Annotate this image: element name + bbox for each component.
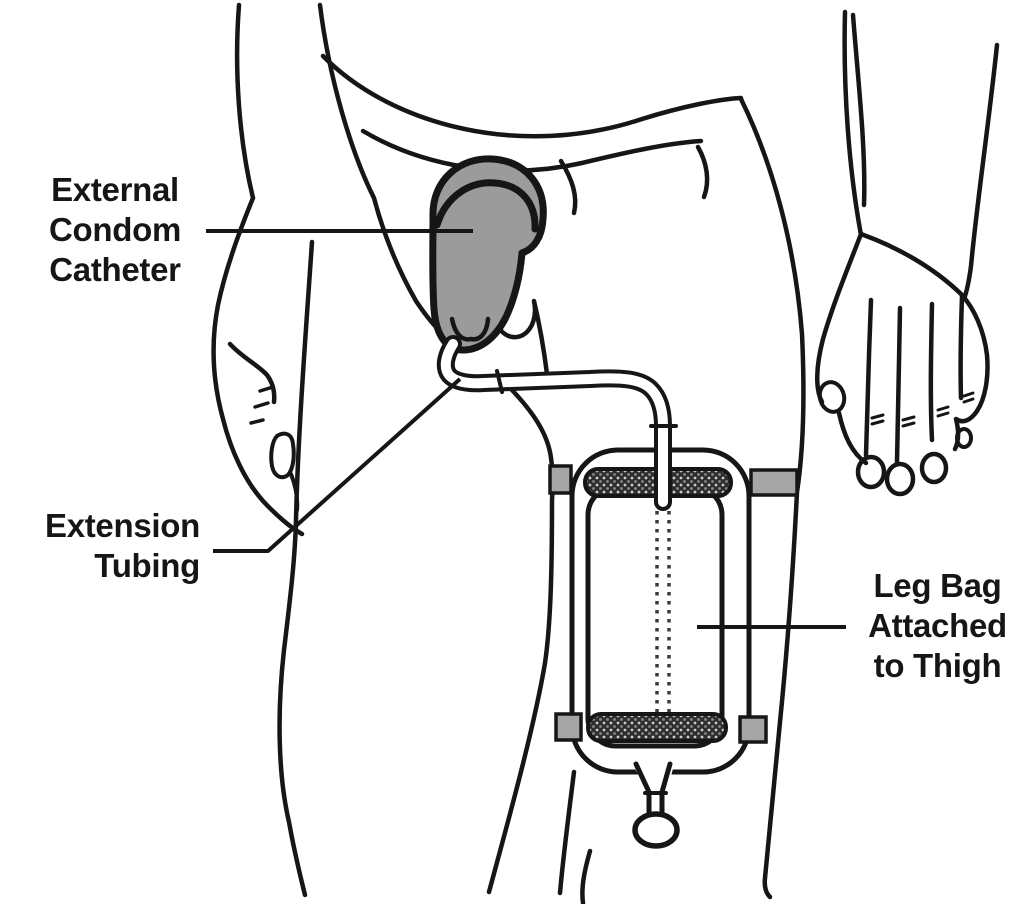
tubing-core — [440, 339, 668, 507]
fingertip-middle — [884, 461, 916, 497]
left-thumb-tip — [269, 431, 296, 480]
extension-tubing-shape — [436, 335, 678, 511]
left-knee-inner-line — [557, 769, 577, 896]
strap-top-left — [548, 464, 573, 495]
left-hand-crease-ticks — [249, 385, 275, 425]
knee-crease — [580, 848, 593, 904]
right-arm-inner-line — [850, 12, 867, 208]
label-line: External — [51, 171, 179, 208]
inner-groin-crease — [558, 158, 578, 216]
strap-bottom-right — [738, 715, 768, 744]
left-hand-fold-line — [227, 341, 277, 405]
pointer-tubing — [213, 377, 462, 553]
label-leg-bag-attached-to-thigh: Leg Bag Attached to Thigh — [845, 566, 1030, 686]
pointer-lines — [206, 229, 846, 629]
drain-valve — [631, 761, 680, 849]
finger-lines — [863, 293, 965, 465]
groin-crease — [360, 128, 704, 173]
drain-cap — [632, 811, 680, 849]
label-line: Condom — [48, 211, 181, 248]
left-arm-outer-line — [234, 2, 256, 201]
label-line: to Thigh — [873, 647, 1002, 684]
drain-funnel-sides — [633, 761, 673, 795]
knuckle-ticks — [870, 391, 975, 428]
label-extension-tubing: Extension Tubing — [5, 506, 200, 586]
fingertip-index — [855, 454, 887, 490]
leg-bag-inner-bag — [585, 484, 725, 749]
left-hand-outline — [211, 195, 305, 537]
body-outline — [211, 2, 1000, 904]
condom-catheter-shape — [429, 155, 547, 354]
left-arm-inner-groin-line — [317, 2, 447, 338]
right-arm-outer-line — [842, 9, 864, 238]
right-hand-thumb-edge — [814, 231, 864, 405]
strap-top-right — [749, 468, 799, 497]
tubing-connector-tick — [495, 369, 504, 394]
label-external-condom-catheter: External Condom Catheter — [25, 170, 205, 290]
right-thigh-medial-line — [486, 386, 555, 895]
drain-neck — [646, 790, 665, 817]
label-line: Leg Bag — [873, 567, 1002, 604]
catheter-body — [429, 155, 547, 354]
left-hip-leg-line — [277, 239, 315, 898]
right-thumbnail — [817, 380, 847, 414]
right-thigh-outer-line — [738, 96, 806, 900]
right-arm-right-edge — [961, 42, 1000, 302]
left-thumb-under-line — [289, 472, 300, 512]
catheter-rim-roll — [433, 179, 539, 233]
label-line: Attached — [868, 607, 1007, 644]
right-hand-right-edge — [952, 291, 990, 452]
label-line: Tubing — [94, 547, 200, 584]
catheter-tip-detail — [449, 316, 491, 342]
label-line: Extension — [44, 507, 200, 544]
label-line: Catheter — [49, 251, 181, 288]
right-hand-top-edge — [858, 231, 964, 297]
right-hip-crease — [695, 144, 710, 200]
mesh-band-bottom — [586, 712, 728, 743]
strap-bottom-left — [554, 712, 583, 742]
belly-crease — [320, 53, 744, 139]
fingertip-ring — [919, 451, 949, 485]
